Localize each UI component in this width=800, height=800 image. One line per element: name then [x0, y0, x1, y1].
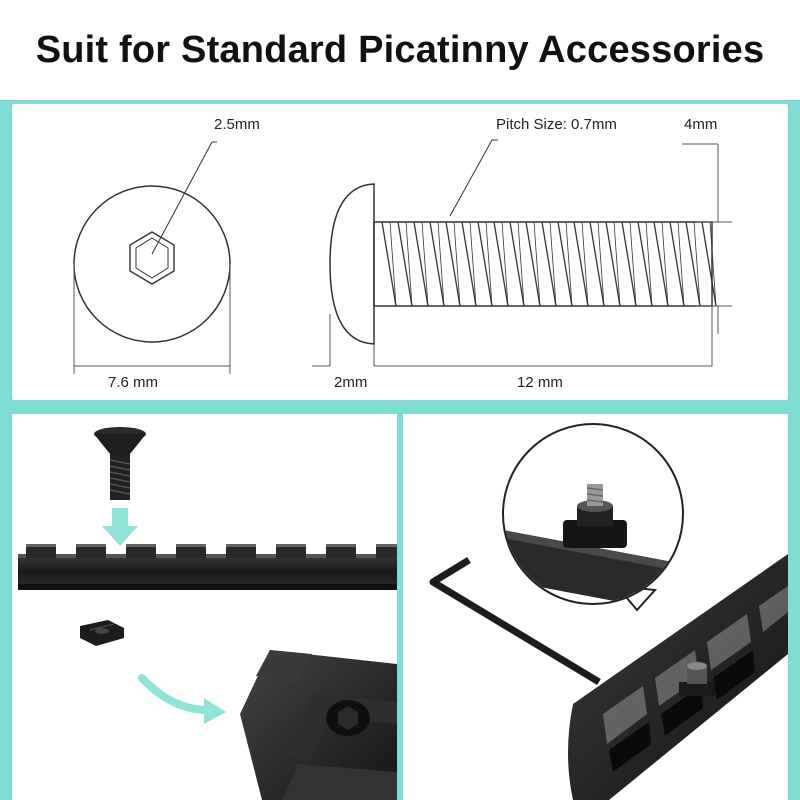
rail-tooth: [126, 544, 156, 558]
hex-leader-line: [151, 141, 213, 255]
dimension-diagram-panel: 2.5mm Pitch Size: 0.7mm 4mm 7.6 mm 2mm 1…: [12, 104, 788, 400]
thread-line: [453, 221, 461, 307]
rail-tooth-highlight: [276, 544, 306, 547]
thread-line: [405, 221, 413, 307]
thread-line: [581, 221, 589, 307]
thread-line: [677, 221, 685, 307]
rail-tooth: [26, 544, 56, 558]
countersunk-screw: [94, 427, 146, 500]
rail-tooth-highlight: [126, 544, 156, 547]
thread-line: [693, 221, 701, 307]
head-height-label: 2mm: [334, 374, 368, 391]
thread-line: [381, 221, 397, 307]
rail-tooth-highlight: [176, 544, 206, 547]
screw-dimension-drawing: [73, 139, 732, 374]
thread-line: [541, 221, 557, 307]
thread-line: [461, 221, 477, 307]
rail-tooth: [326, 544, 356, 558]
thread-line: [485, 221, 493, 307]
thread-line: [389, 221, 397, 307]
rail-tooth-highlight: [326, 544, 356, 547]
thread-line: [429, 221, 445, 307]
mounted-screw: [679, 662, 715, 696]
rail-tooth: [376, 544, 397, 558]
thread-diameter-dimension: [682, 143, 732, 334]
length-dimensions: [312, 306, 713, 367]
thread-line: [413, 221, 429, 307]
page-title: Suit for Standard Picatinny Accessories: [35, 28, 765, 71]
thread-line: [525, 221, 541, 307]
thread-line: [589, 221, 605, 307]
thread-line: [421, 221, 429, 307]
thread-line: [437, 221, 445, 307]
thread-line: [701, 221, 717, 307]
thread-line: [469, 221, 477, 307]
thread-line: [493, 221, 509, 307]
hex-socket-label: 2.5mm: [214, 116, 260, 133]
header: Suit for Standard Picatinny Accessories: [0, 0, 800, 100]
rail-tooth: [176, 544, 206, 558]
rail-installation-panel: [12, 414, 397, 800]
length-label: 12 mm: [517, 374, 563, 391]
thread-line: [709, 221, 717, 307]
thread-line: [477, 221, 493, 307]
pitch-leader-line: [449, 139, 493, 217]
thread-line: [565, 221, 573, 307]
thread-line: [517, 221, 525, 307]
thread-line: [645, 221, 653, 307]
head-diameter-dimension: [73, 264, 231, 374]
head-diameter-label: 7.6 mm: [108, 374, 159, 391]
t-nut: [80, 620, 124, 646]
rail-tooth-highlight: [226, 544, 256, 547]
hex-key-icon: [429, 557, 601, 685]
thread-line: [669, 221, 685, 307]
thread-line: [605, 221, 621, 307]
screw-head-front-view: [73, 185, 231, 343]
thread-line: [653, 221, 669, 307]
thread-line: [445, 221, 461, 307]
thread-line: [613, 221, 621, 307]
screw-side-view: [329, 183, 713, 345]
thread-line: [637, 221, 653, 307]
handguard-rail: [568, 554, 788, 800]
thread-line: [509, 221, 525, 307]
rail-tooth: [276, 544, 306, 558]
rail-tooth: [76, 544, 106, 558]
hex-key-panel: [403, 414, 788, 800]
thread-line: [557, 221, 573, 307]
down-arrow-icon: [102, 508, 138, 546]
thread-line: [661, 221, 669, 307]
rail-section-block: [240, 650, 397, 800]
rail-tooth-highlight: [26, 544, 56, 547]
thread-line: [549, 221, 557, 307]
rail-tooth-highlight: [376, 544, 397, 547]
screw-threads: [381, 221, 717, 307]
thread-line: [573, 221, 589, 307]
thread-line: [501, 221, 509, 307]
rail-tooth: [226, 544, 256, 558]
pitch-size-label: Pitch Size: 0.7mm: [496, 116, 617, 133]
thread-line: [621, 221, 637, 307]
picatinny-rail: [18, 544, 397, 590]
rail-tooth-highlight: [76, 544, 106, 547]
thread-line: [397, 221, 413, 307]
curved-arrow-icon: [138, 674, 226, 724]
thread-line: [685, 221, 701, 307]
thread-line: [629, 221, 637, 307]
thread-line: [533, 221, 541, 307]
thread-diameter-label: 4mm: [684, 116, 718, 133]
thread-line: [597, 221, 605, 307]
zoom-detail-callout: [502, 423, 684, 612]
